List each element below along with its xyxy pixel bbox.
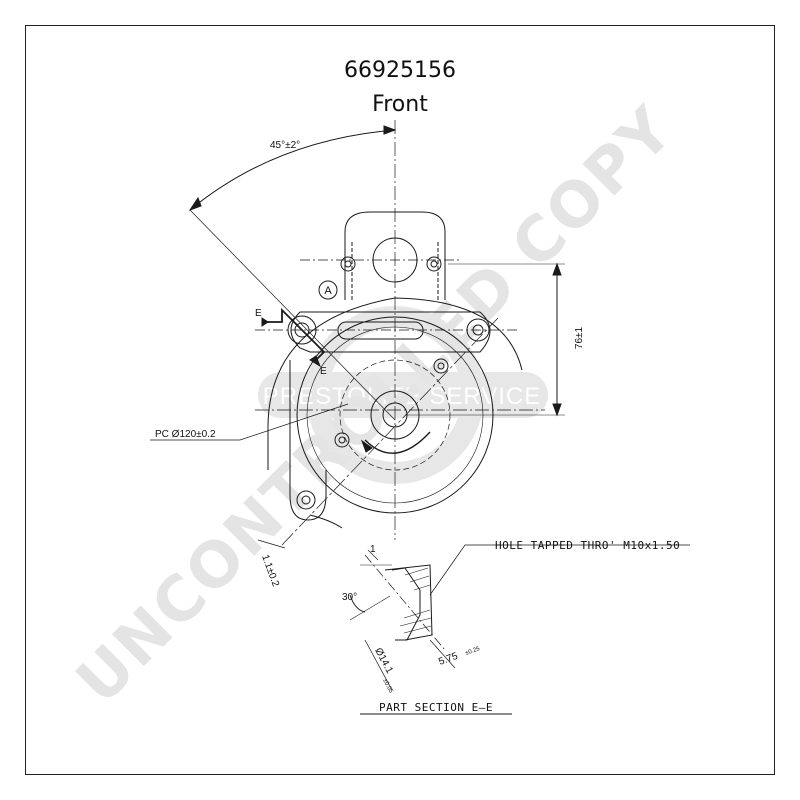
chamfer-ext-2 bbox=[367, 549, 379, 561]
section-arrow-left bbox=[261, 317, 269, 327]
housing-bolt-lower-inner bbox=[338, 436, 346, 444]
depth-tolerance: ±0.25 bbox=[465, 646, 482, 657]
solenoid-housing bbox=[344, 211, 446, 300]
chamfer-line bbox=[349, 595, 391, 621]
hole-note-leader bbox=[429, 544, 690, 596]
pc-leader bbox=[150, 403, 349, 441]
bolt-axis-line bbox=[281, 317, 499, 546]
angle-arrow-right bbox=[383, 125, 397, 135]
depth-dim-line bbox=[429, 639, 456, 669]
mounting-hole-top bbox=[294, 322, 310, 338]
section-bore bbox=[391, 567, 421, 641]
solenoid-bolt-left bbox=[340, 256, 356, 272]
section-cut-line bbox=[262, 307, 326, 363]
angle-arrow-left bbox=[188, 196, 202, 211]
pitch-circle-label: PC Ø120±0.2 bbox=[155, 429, 216, 440]
diameter-label: Ø14.1 bbox=[372, 646, 395, 676]
rotation-arrow bbox=[364, 431, 431, 454]
datum-circle bbox=[318, 280, 338, 300]
lower-boss bbox=[289, 360, 327, 521]
drawing-border bbox=[25, 25, 775, 775]
housing-bolt-upper bbox=[433, 358, 449, 374]
height-arrow-top bbox=[552, 262, 562, 276]
height-label: 76±1 bbox=[574, 326, 585, 349]
housing-bolt-lower bbox=[334, 432, 350, 448]
starter-front-view bbox=[150, 120, 690, 715]
rotation-arrowhead bbox=[360, 439, 373, 453]
solenoid-bolt-left-inner bbox=[344, 260, 352, 268]
angle-ray bbox=[189, 209, 396, 421]
solenoid-bolt-right bbox=[426, 256, 442, 272]
depth-label: 5.75 bbox=[437, 651, 459, 668]
lower-arc-detail bbox=[309, 514, 343, 529]
solenoid-bolt-right-inner bbox=[430, 260, 438, 268]
mounting-hole-bottom-inner bbox=[301, 495, 311, 505]
section-arrow-right bbox=[309, 355, 322, 368]
chamfer-length-label: 1 bbox=[370, 544, 376, 555]
part-number-title: 66925156 bbox=[344, 58, 456, 83]
section-marker-right: E bbox=[320, 366, 327, 377]
mounting-hole-right-inner bbox=[472, 324, 484, 336]
diameter-tolerance: ±0.05 bbox=[381, 678, 394, 695]
section-hatching bbox=[399, 567, 432, 634]
solenoid-terminal bbox=[372, 237, 418, 283]
section-outline bbox=[384, 564, 433, 641]
section-title: PART SECTION E–E bbox=[379, 701, 493, 714]
angle-label: 45°±2° bbox=[270, 140, 300, 151]
mounting-hole-right bbox=[466, 318, 490, 342]
flange-slot bbox=[337, 321, 424, 340]
offset-label: 1.1±0.2 bbox=[259, 553, 281, 588]
angle-dimension-arc bbox=[189, 129, 396, 211]
hole-tapped-note: HOLE TAPPED THRO' M10x1.50 bbox=[495, 539, 680, 552]
housing-bolt-upper-inner bbox=[437, 362, 445, 370]
housing-outer-arc bbox=[267, 297, 523, 426]
section-axis bbox=[364, 554, 446, 651]
mounting-hole-top-boss bbox=[287, 315, 317, 345]
chamfer-angle-label: 30° bbox=[342, 592, 357, 603]
chamfer-angle-arc bbox=[349, 594, 366, 613]
mounting-hole-bottom bbox=[296, 490, 316, 510]
watermark: PRESTOLITE SERVICE UNCONTROLLED COPY bbox=[62, 92, 688, 718]
diameter-dim-line bbox=[364, 639, 393, 691]
section-marker-left: E bbox=[255, 308, 262, 319]
part-section bbox=[349, 544, 690, 715]
height-arrow-bottom bbox=[552, 403, 562, 417]
offset-dimension-line bbox=[257, 539, 286, 549]
view-name-title: Front bbox=[372, 92, 428, 117]
datum-label: A bbox=[324, 285, 332, 297]
watermark-uncontrolled-copy: UNCONTROLLED COPY bbox=[62, 92, 688, 718]
